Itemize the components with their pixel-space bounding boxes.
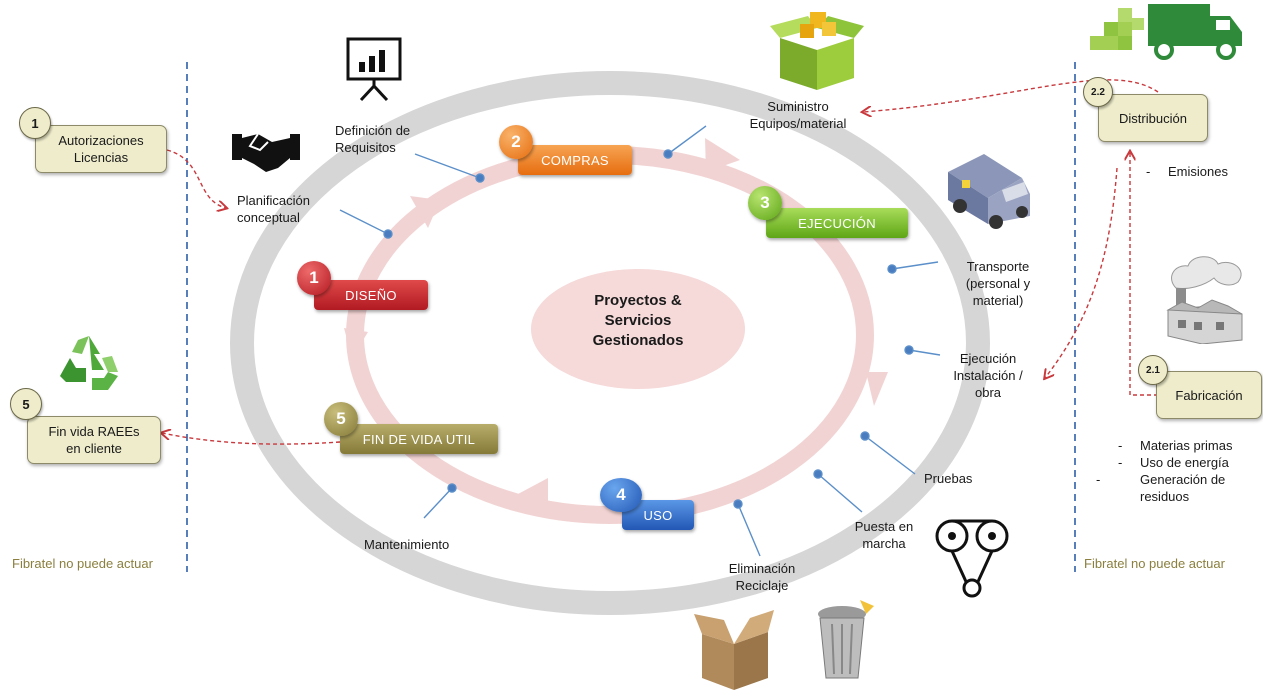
step-line: marcha [862, 536, 906, 551]
step-line: Transporte [966, 259, 1030, 274]
belt-machine-icon [935, 519, 1009, 598]
box-line: Fabricación [1175, 387, 1243, 403]
box-distribucion[interactable]: Distribución [1098, 94, 1208, 142]
emisiones-list: Emisiones [1146, 163, 1228, 180]
step-ejecucion: Ejecución Instalación / obra [940, 350, 1036, 401]
stage-compras[interactable]: COMPRAS [518, 145, 632, 175]
step-pruebas: Pruebas [924, 471, 973, 486]
badge-2-1: 2.1 [1138, 355, 1168, 385]
fact-item: Materias primas [1118, 437, 1258, 454]
stage-number-1: 1 [297, 261, 331, 295]
fabricacion-factors: Materias primas Uso de energía Generació… [1118, 437, 1258, 505]
step-mantenimiento: Mantenimiento [364, 537, 450, 552]
box-fabricacion[interactable]: Fabricación [1156, 371, 1262, 419]
handshake-icon [232, 133, 300, 172]
box-line: Fin vida RAEEs [48, 424, 140, 439]
recycle-icon [60, 336, 118, 390]
stage-fin-de-vida[interactable]: FIN DE VIDA UTIL [340, 424, 498, 454]
stage-label: FIN DE VIDA UTIL [362, 431, 476, 447]
box-line: Autorizaciones [58, 133, 144, 148]
stage-label: COMPRAS [541, 152, 609, 168]
center-line: Servicios [604, 312, 672, 329]
delivery-truck-icon [1090, 4, 1242, 60]
step-definicion: Definición de Requisitos [335, 122, 410, 156]
left-note: Fibratel no puede actuar [12, 556, 153, 571]
cycle-arrowhead [518, 478, 548, 510]
cycle-arrowhead [705, 138, 740, 172]
connectors [339, 125, 941, 557]
stage-number-4: 4 [600, 478, 642, 512]
van-icon [948, 154, 1030, 229]
stage-label: DISEÑO [345, 287, 397, 303]
badge-1: 1 [19, 107, 51, 139]
cycle-arrowhead [866, 372, 888, 406]
trash-can-icon [818, 600, 874, 679]
badge-5: 5 [10, 388, 42, 420]
arrow-autorizaciones [166, 149, 226, 208]
badge-2-2: 2.2 [1083, 77, 1113, 107]
presentation-chart-icon [346, 37, 402, 102]
outer-ring [230, 71, 990, 615]
right-note: Fibratel no puede actuar [1084, 556, 1225, 571]
stage-label: USO [643, 507, 673, 523]
fact-item: Emisiones [1146, 163, 1228, 180]
arrow-emisiones [1045, 167, 1118, 378]
stage-diseno[interactable]: DISEÑO [314, 280, 428, 310]
box-fin-vida-raees[interactable]: Fin vida RAEEs en cliente [27, 416, 161, 464]
step-line: Instalación / [953, 368, 1023, 383]
step-planificacion: Planificación conceptual [237, 192, 310, 226]
step-line: Equipos/material [749, 116, 847, 131]
factory-icon [1166, 256, 1243, 344]
step-line: Requisitos [335, 140, 396, 155]
step-line: (personal y [965, 276, 1031, 291]
fact-item: Uso de energía [1118, 454, 1258, 471]
step-line: Eliminación [728, 561, 796, 576]
center-title: Proyectos & Servicios Gestionados [560, 291, 716, 351]
step-line: material) [972, 293, 1024, 308]
arrow-fabricacion [1130, 152, 1158, 396]
step-line: conceptual [237, 210, 300, 225]
step-eliminacion: Eliminación Reciclaje [714, 560, 810, 594]
step-suministro: Suministro Equipos/material [748, 98, 848, 132]
box-line: Distribución [1119, 110, 1187, 126]
center-line: Gestionados [592, 332, 684, 349]
step-line: Ejecución [959, 351, 1017, 366]
center-ellipse [531, 269, 745, 389]
center-line: Proyectos & [594, 292, 682, 309]
stage-ejecucion[interactable]: EJECUCIÓN [766, 208, 908, 238]
fact-item: Generación de residuos [1118, 471, 1258, 505]
step-line: obra [974, 385, 1002, 400]
cycle-arrowhead [344, 328, 368, 358]
step-line: Reciclaje [735, 578, 789, 593]
box-autorizaciones[interactable]: Autorizaciones Licencias [35, 125, 167, 173]
cycle-arrowhead [410, 196, 440, 228]
arrow-distribucion [863, 79, 1159, 112]
step-puesta: Puesta en marcha [846, 518, 922, 552]
step-transporte: Transporte (personal y material) [952, 258, 1044, 309]
arrow-fin-vida [162, 433, 341, 445]
step-line: Puesta en [854, 519, 914, 534]
stage-number-3: 3 [748, 186, 782, 220]
stage-number-5: 5 [324, 402, 358, 436]
box-line: en cliente [66, 441, 122, 456]
stage-label: EJECUCIÓN [798, 215, 876, 231]
step-line: Suministro [767, 99, 829, 114]
box-line: Licencias [73, 150, 129, 165]
step-line: Definición de [335, 123, 411, 138]
cardboard-box-icon [694, 610, 774, 690]
stage-number-2: 2 [499, 125, 533, 159]
step-line: Planificación [237, 193, 310, 208]
open-box-icon [770, 12, 864, 90]
